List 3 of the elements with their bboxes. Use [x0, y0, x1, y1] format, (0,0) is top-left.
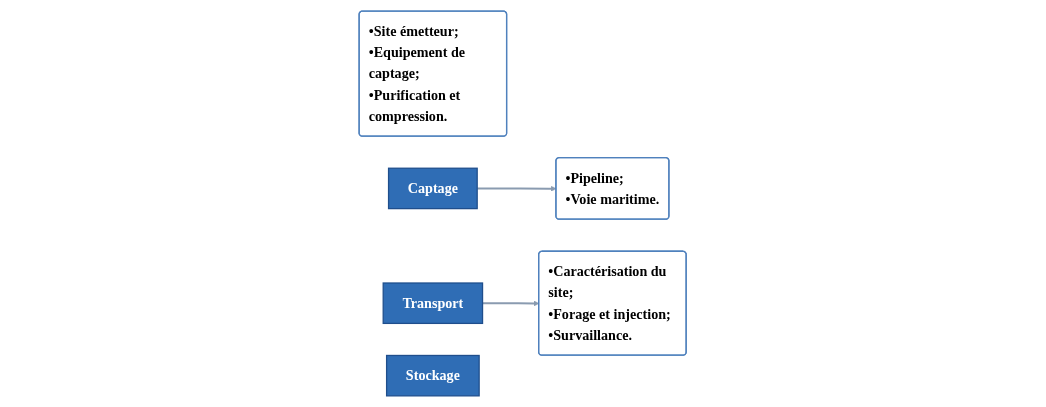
node-box: Captage	[388, 167, 479, 210]
node-box: Stockage	[386, 354, 481, 397]
node-box: Transport	[382, 282, 484, 325]
